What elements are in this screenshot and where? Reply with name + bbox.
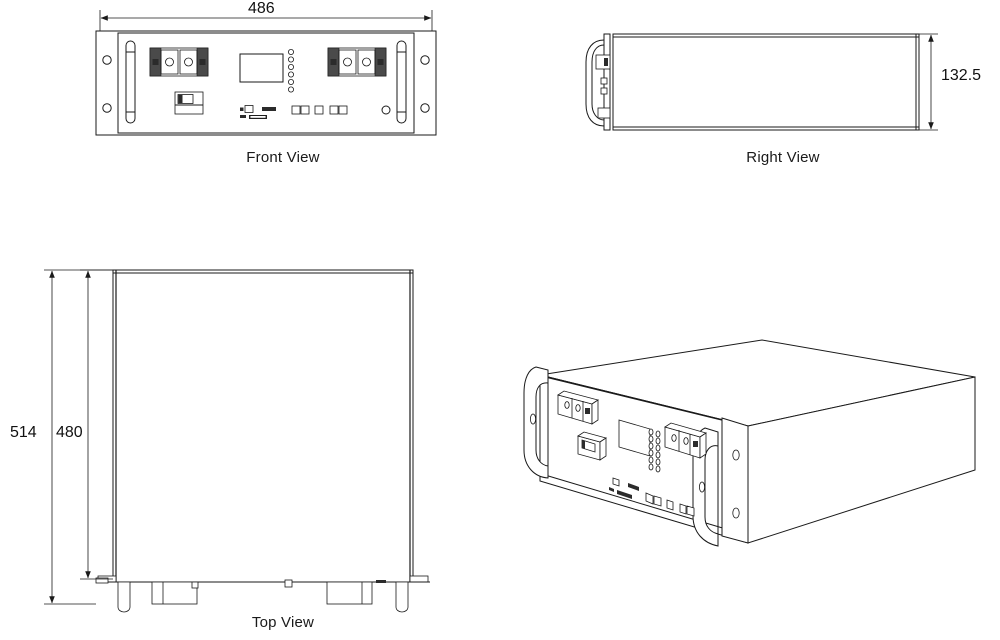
- iso-ear-hole: [732, 449, 740, 461]
- dimension-height-label: 132.5: [941, 67, 982, 84]
- front-comm-ports: [240, 105, 276, 119]
- right-view-caption: Right View: [746, 149, 820, 166]
- front-port-row: [291, 105, 348, 115]
- iso-breaker-right: [664, 422, 707, 459]
- ear-hole: [420, 55, 430, 65]
- iso-comm-ports: [609, 477, 639, 499]
- front-panel-hole: [381, 105, 391, 115]
- dimension-depth-chassis-label: 480: [56, 424, 83, 441]
- front-rocker-switch: [174, 91, 204, 115]
- top-depth-chassis-dimension: [80, 269, 113, 580]
- iso-breaker-left: [557, 390, 599, 425]
- front-breaker-right: [327, 47, 387, 77]
- front-handle-right: [396, 40, 407, 124]
- iso-led-column: [648, 428, 661, 473]
- iso-right-ear: [721, 417, 749, 544]
- top-view-group: [44, 269, 430, 613]
- right-view-group: [585, 33, 938, 131]
- dimension-width-label: 486: [248, 0, 275, 17]
- front-width-dimension: [99, 10, 433, 31]
- iso-rocker-switch: [577, 431, 607, 461]
- front-breaker-left: [149, 47, 209, 77]
- iso-port-row: [645, 492, 695, 517]
- iso-ear-hole: [732, 507, 740, 519]
- front-display-panel: [239, 53, 284, 83]
- top-ear-tab: [409, 575, 429, 583]
- front-view-group: [95, 10, 437, 136]
- isometric-view-group: [523, 339, 976, 547]
- front-view-caption: Front View: [246, 149, 320, 166]
- top-view-brackets: [95, 577, 430, 613]
- right-height-dimension: [919, 33, 938, 131]
- front-handle-left: [125, 40, 136, 124]
- iso-handle-left: [523, 366, 549, 479]
- top-view-caption: Top View: [251, 614, 315, 631]
- right-view-front-bracket: [585, 33, 611, 131]
- ear-hole: [102, 55, 112, 65]
- ear-hole: [420, 103, 430, 113]
- front-led-column: [287, 49, 294, 93]
- dimension-depth-overall-label: 514: [10, 424, 37, 441]
- ear-hole: [102, 103, 112, 113]
